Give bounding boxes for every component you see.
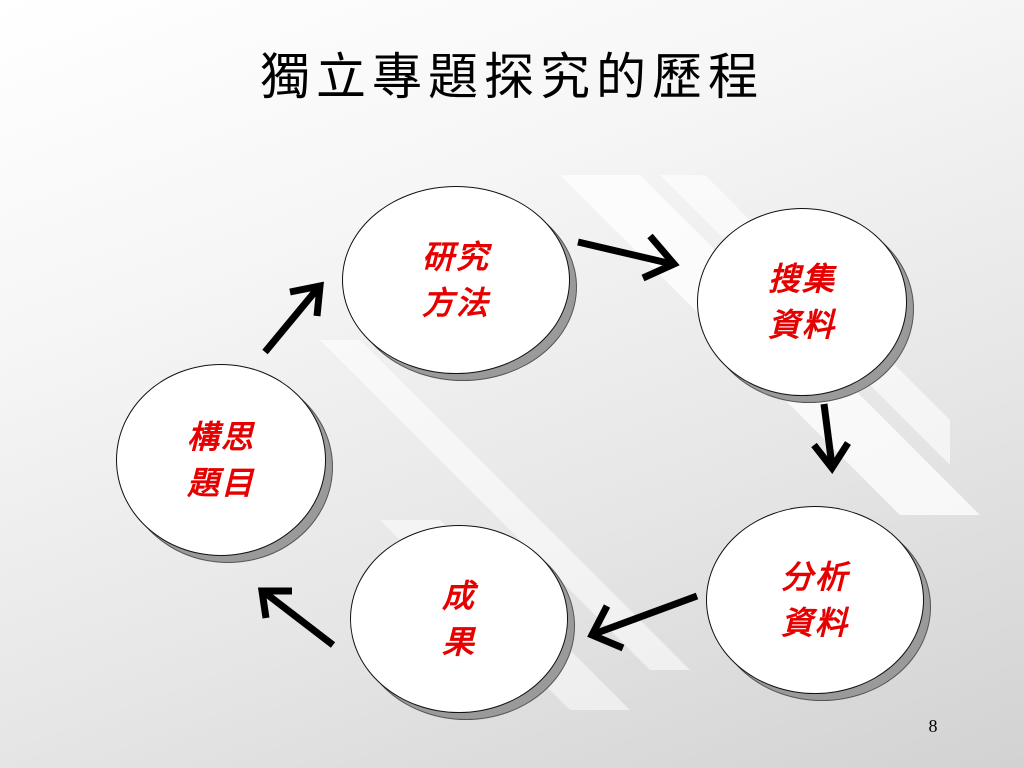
arrow-left-icon [587,592,699,652]
node-label-research-method: 研究 方法 [421,238,490,322]
arrow-right-icon [577,233,680,282]
arrow-up-right-icon [262,281,324,355]
node-conceive-topic: 構思 題目 [116,364,326,556]
slide-title: 獨立專題探究的歷程 [260,48,764,106]
node-label-collect-data: 搜集 資料 [767,260,836,344]
node-label-results: 成 果 [441,577,476,661]
node-analyze-data: 分析 資料 [706,506,924,694]
arrow-up-left-icon [257,587,336,648]
node-results: 成 果 [350,525,568,713]
node-label-analyze-data: 分析 資料 [780,558,849,642]
node-collect-data: 搜集 資料 [697,208,907,396]
node-label-conceive-topic: 構思 題目 [186,418,255,502]
arrow-down-icon [811,403,851,475]
node-research-method: 研究 方法 [342,186,570,374]
page-number: 8 [928,716,938,736]
